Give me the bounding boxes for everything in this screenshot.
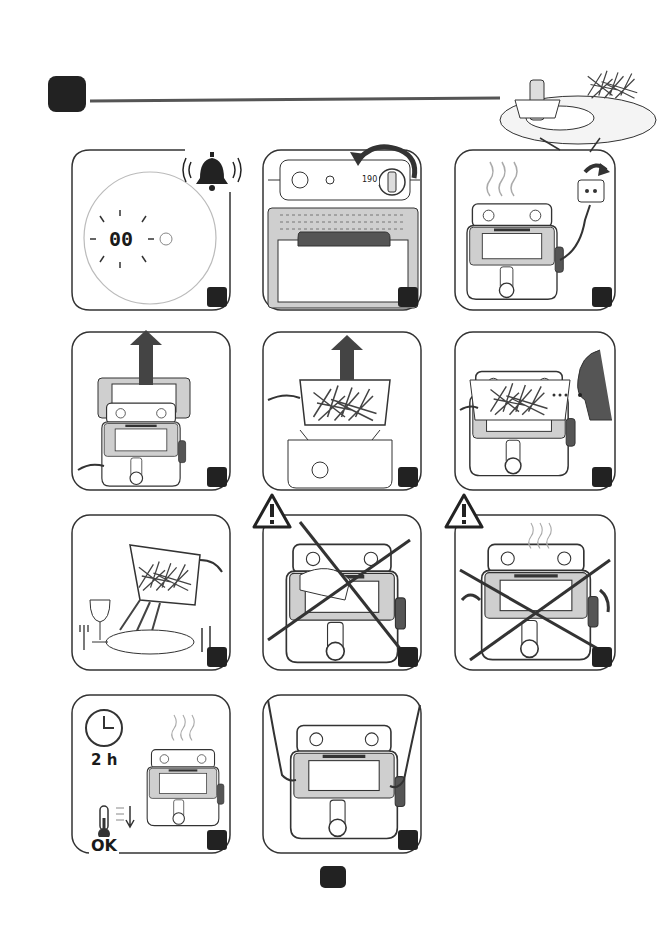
temperature-marking: 190: [360, 175, 379, 185]
time-note: 2 h: [89, 752, 119, 769]
ok-note: OK: [89, 837, 119, 855]
display-reading: 00: [107, 228, 135, 250]
